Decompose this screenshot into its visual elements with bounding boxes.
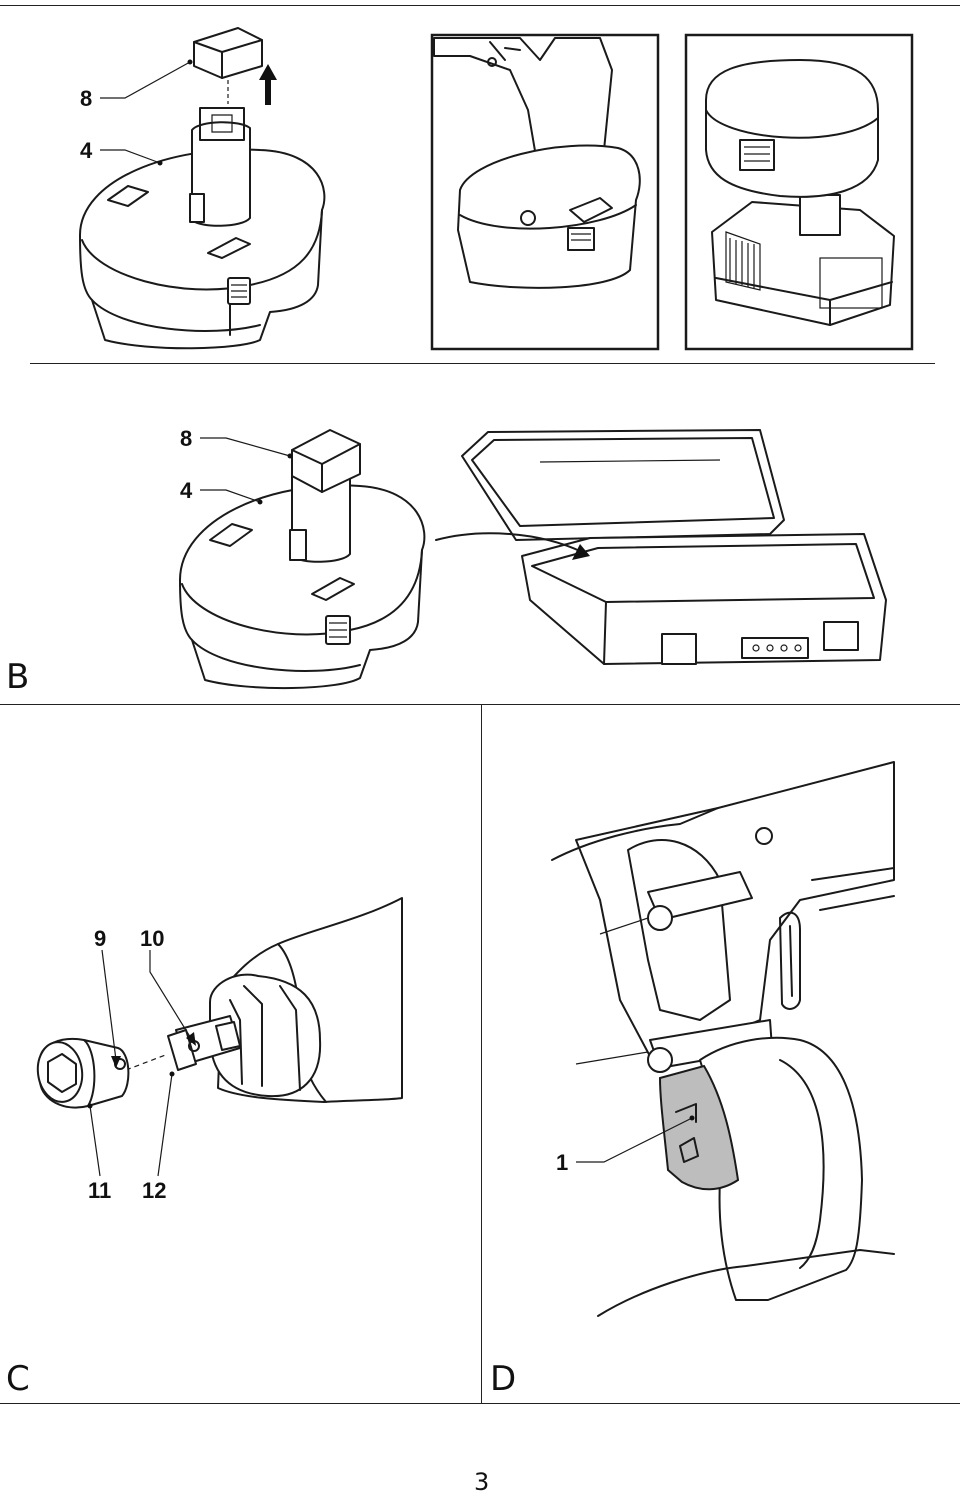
callout-c-11: 11 [88,1178,112,1203]
callout-d-1: 1 [556,1150,569,1175]
section-label-c: C [6,1359,30,1399]
callout-top-4: 4 [80,138,93,163]
section-label-b: B [6,657,30,697]
page-number: 3 [474,1468,490,1496]
top-border-line [0,5,960,6]
callout-b-8: 8 [180,426,193,451]
section-divider-top [30,363,935,364]
section-label-d: D [490,1359,517,1399]
battery-pack-illustration-a [79,27,326,350]
battery-pack-illustration-b [179,429,426,690]
drill-battery-frame-illustration [430,33,660,351]
callout-c-10: 10 [140,926,165,951]
callout-c-9: 9 [94,926,107,951]
section-divider-bottom [0,1403,960,1404]
trigger-switch [658,1064,740,1191]
drill-trigger-illustration [551,761,895,1317]
storage-case-illustration [435,429,887,665]
section-divider-middle [0,704,960,705]
callout-c-12: 12 [142,1178,167,1203]
battery-charger-frame-illustration [684,33,914,351]
socket-attachment-illustration [36,897,403,1177]
callout-b-4: 4 [180,478,193,503]
section-divider-vertical [481,704,482,1404]
callout-top-8: 8 [80,86,93,111]
